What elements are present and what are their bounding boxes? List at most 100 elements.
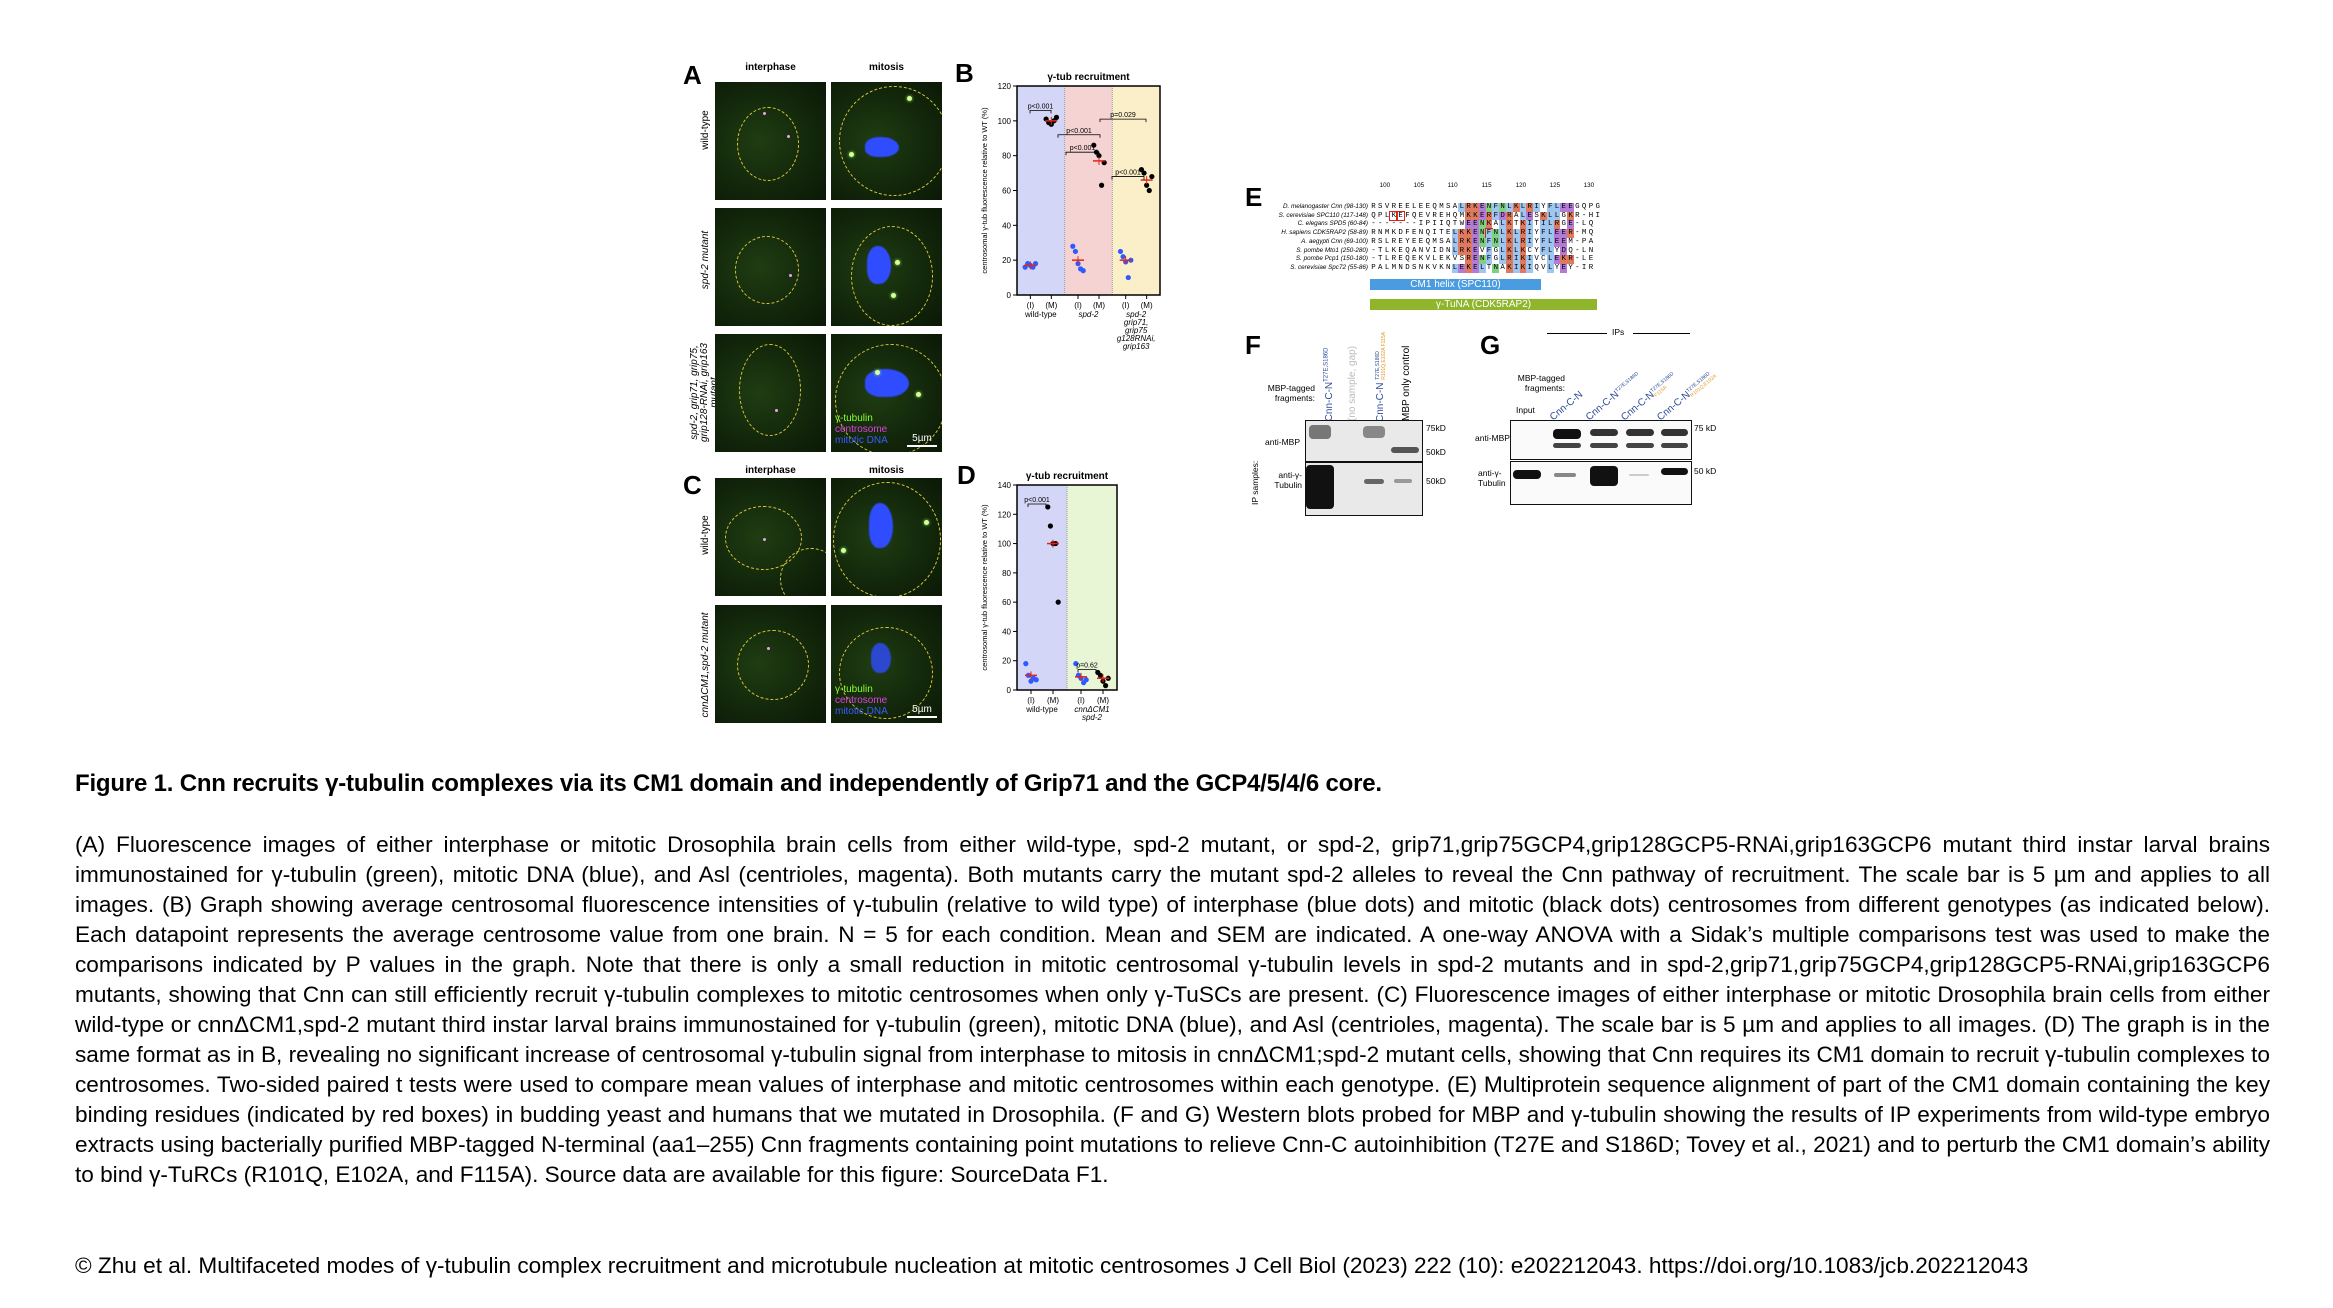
y-tick-label: 100 [998, 117, 1012, 126]
ips-label: IPs [1612, 327, 1625, 337]
micrograph-wt-interphase [715, 478, 826, 596]
legend-dna: mitotic DNA [835, 435, 888, 446]
g-lane-2: Cnn-C-N [1548, 389, 1585, 423]
x-tick-label: (M) [1047, 696, 1059, 705]
p-value-label: p<0.001 [1070, 145, 1096, 152]
chart-title: γ-tub recruitment [1026, 471, 1109, 482]
data-point [1096, 153, 1102, 159]
data-point [1055, 599, 1061, 605]
ips-line-right [1633, 333, 1690, 334]
data-point [1149, 173, 1155, 180]
legend-centrosome: centrosome [835, 424, 888, 435]
chart-d: γ-tub recruitment centrosomal γ-tub fluor… [980, 471, 1118, 722]
micrograph-wt-mitosis [831, 478, 942, 596]
significance-bracket [1099, 118, 1147, 123]
col-header-mitosis: mitosis [868, 465, 904, 476]
row-label-spd2: spd-2 mutant [700, 230, 711, 290]
residue-number: 105 [1413, 182, 1425, 189]
species-label: D. melanogaster Cnn (98-130) [1282, 203, 1368, 210]
y-tick-label: 0 [1007, 291, 1012, 300]
lane-superscript: T27E,S186D [1614, 370, 1640, 394]
y-tick-label: 120 [998, 510, 1012, 519]
p-value-label: p=0.029 [1110, 112, 1136, 119]
scale-label: 5µm [912, 704, 932, 715]
y-tick-label: 60 [1002, 598, 1011, 607]
data-point [1103, 683, 1109, 689]
g-lane-input: Input [1516, 405, 1535, 415]
panel-label-e: E [1245, 182, 1263, 212]
data-point [1144, 182, 1150, 188]
residue-number: 120 [1515, 182, 1527, 189]
g-marker-75: 75 kD [1694, 423, 1717, 433]
scale-bar: 5µm [907, 704, 937, 718]
y-tick-label: 40 [1002, 221, 1011, 230]
chart-title: γ-tub recruitment [1047, 72, 1130, 83]
group-label: spd-2 [1078, 310, 1099, 319]
y-tick-label: 140 [998, 481, 1012, 490]
data-point [1072, 248, 1079, 255]
f-blot-label-mbp: anti-MBP [1265, 437, 1300, 447]
data-point [1141, 170, 1147, 176]
y-axis-label: centrosomal γ-tub fluorescence relative … [980, 504, 989, 671]
cm1-helix-bar: CM1 helix (SPC110) [1370, 279, 1541, 290]
panel-label-a: A [683, 60, 702, 90]
p-value-label: p=0.62 [1076, 663, 1098, 670]
data-point [1117, 248, 1124, 255]
micrograph-quad-interphase [715, 334, 826, 452]
residue-number: 125 [1549, 182, 1561, 189]
col-header-mitosis: mitosis [868, 62, 904, 73]
micrograph-wt-interphase [715, 82, 826, 200]
species-label: S. pombe Mto1 (250-280) [1296, 246, 1368, 254]
group-background [1017, 485, 1067, 690]
species-label: C. elegans SPD5 (60-84) [1297, 220, 1368, 228]
y-tick-label: 80 [1002, 152, 1011, 161]
row-label-wild-type: wild-type [700, 110, 711, 150]
significance-bracket [1027, 503, 1047, 508]
data-point [1047, 523, 1053, 529]
f-side-label: IP samples: [1250, 460, 1260, 505]
data-point [1070, 243, 1076, 249]
panel-label-f: F [1245, 330, 1261, 360]
y-axis-label: centrosomal γ-tub fluorescence relative … [980, 107, 989, 274]
legend-dna: mitotic DNA [835, 706, 888, 717]
p-value-label: p<0.001 [1024, 497, 1050, 504]
g-blot-mbp [1510, 420, 1692, 460]
micrograph-spd2-interphase [715, 208, 826, 326]
group-label: wild-type [1024, 310, 1057, 319]
residue-number: 110 [1447, 182, 1458, 189]
f-blot-mbp [1305, 420, 1423, 462]
gtuna-bar: γ-TuNA (CDK5RAP2) [1370, 299, 1597, 310]
micrograph-wt-mitosis [831, 82, 942, 200]
species-label: S. cerevisiae SPC110 (117-148) [1278, 211, 1368, 219]
panel-label-c: C [683, 470, 702, 500]
f-lane-4: MBP only control [1401, 345, 1412, 421]
group-label: grip71, [1124, 318, 1148, 327]
data-point [1023, 661, 1029, 667]
y-tick-label: 100 [998, 540, 1012, 549]
y-tick-label: 0 [1007, 686, 1012, 695]
data-point [1098, 182, 1105, 188]
data-point [1083, 677, 1089, 683]
data-point [1146, 187, 1152, 194]
residue-number: 100 [1379, 182, 1391, 189]
lane-label: Cnn-C-N [1375, 382, 1386, 422]
group-label: cnnΔCM1 [1074, 705, 1109, 714]
y-tick-label: 60 [1002, 187, 1011, 196]
p-value-label: p<0.001 [1028, 103, 1054, 110]
f-blot-gtub [1305, 462, 1423, 516]
col-header-interphase: interphase [745, 62, 796, 73]
y-tick-label: 20 [1002, 657, 1011, 666]
g-marker-50: 50 kD [1694, 466, 1717, 476]
data-point [1097, 672, 1103, 678]
panel-label-g: G [1480, 330, 1501, 360]
x-tick-label: (I) [1027, 301, 1035, 310]
g-blot-label-mbp: anti-MBP [1475, 433, 1510, 443]
